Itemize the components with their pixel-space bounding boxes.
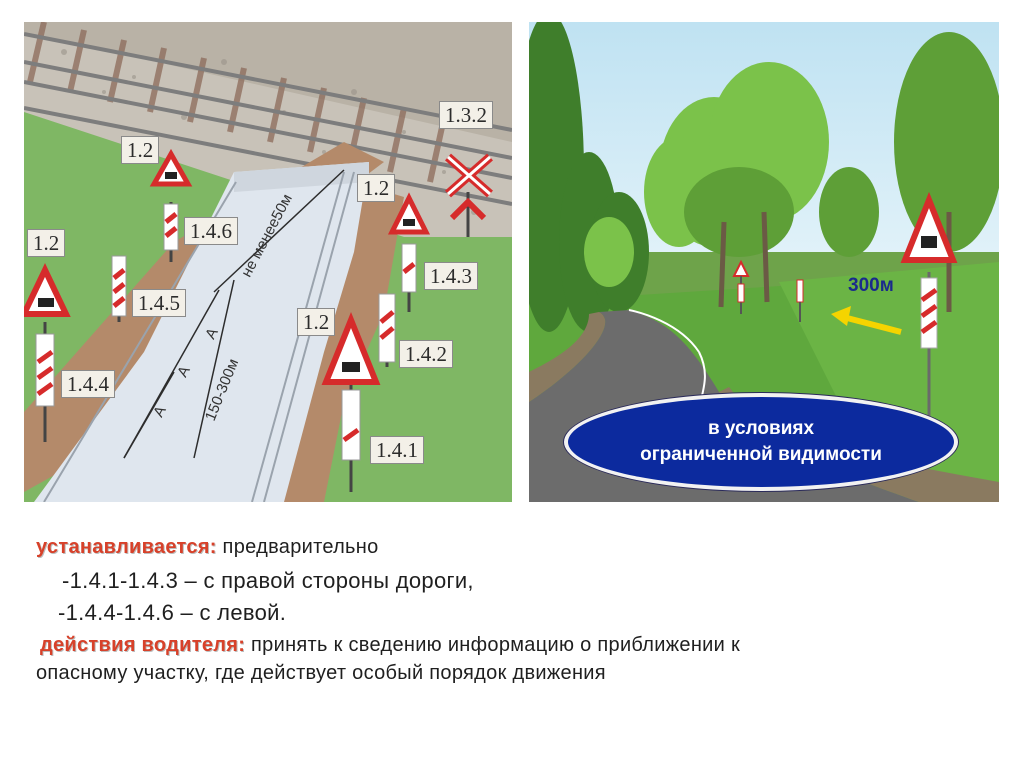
driver-keyword: действия водителя [40, 634, 239, 656]
callout-line-2: ограниченной видимости [640, 444, 882, 465]
installation-line: устанавливается: предварительно [36, 536, 379, 559]
visibility-callout: в условиях ограниченной видимости [564, 393, 958, 491]
driver-action-line: действия водителя: принять к сведению ин… [40, 634, 740, 657]
label-1-2-top-left: 1.2 [121, 136, 160, 164]
driver-action-line-2: опасному участку, где действует особый п… [36, 662, 606, 684]
left-side-line: -1.4.4-1.4.6 – с левой. [58, 600, 287, 625]
label-1-4-3: 1.4.3 [424, 262, 478, 290]
crossing-diagram-graphic [24, 22, 512, 502]
label-1-4-1: 1.4.1 [370, 436, 424, 464]
arrow-icon [831, 306, 902, 335]
label-1-2-left: 1.2 [27, 229, 66, 257]
label-1-4-2: 1.4.2 [399, 340, 453, 368]
crossing-diagram: 1.3.2 1.2 1.2 1.2 1.4.6 1.4.3 1.4.5 1.2 … [24, 22, 512, 502]
label-1-3-2: 1.3.2 [439, 101, 493, 129]
label-1-4-4: 1.4.4 [61, 370, 115, 398]
label-1-2-right: 1.2 [297, 308, 336, 336]
label-1-4-5: 1.4.5 [132, 289, 186, 317]
installed-text: предварительно [216, 536, 379, 558]
right-side-line: -1.4.1-1.4.3 – с правой стороны дороги, [62, 568, 474, 593]
driver-colon: : [238, 634, 246, 656]
driver-text-1: принять к сведению информацию о приближе… [245, 634, 741, 656]
label-1-4-6: 1.4.6 [184, 217, 238, 245]
callout-line-1: в условиях [707, 418, 815, 439]
label-1-2-top-right: 1.2 [357, 174, 396, 202]
installed-keyword: устанавливается: [36, 536, 217, 558]
distance-label: 300м [848, 275, 894, 296]
